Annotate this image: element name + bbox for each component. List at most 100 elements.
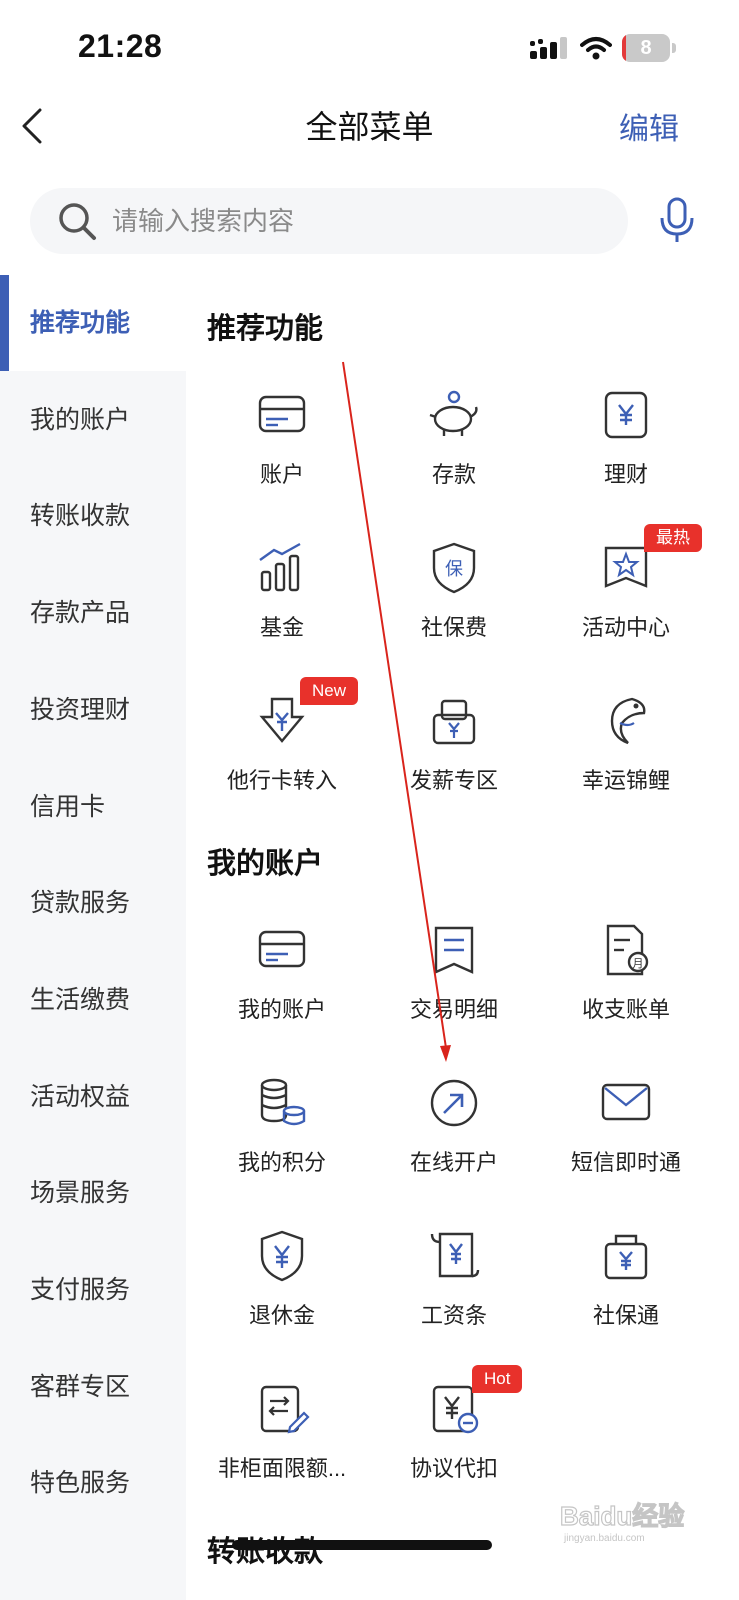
download-yuan-icon [259,697,305,743]
menu-item[interactable]: 活动中心 最热 [540,524,712,670]
nav-bar: 全部菜单 编辑 [0,96,739,156]
menu-item-label: 我的账户 [237,997,326,1022]
star-flag-icon [604,546,648,588]
sidebar-item-12[interactable]: 特色服务 [0,1435,186,1531]
sidebar-item-label: 活动权益 [30,1082,131,1111]
menu-item[interactable]: 短信即时通 [540,1075,712,1205]
sidebar-item-label: 我的账户 [30,405,131,434]
status-time: 21:28 [78,28,163,64]
menu-item-label: 发薪专区 [409,768,498,793]
menu-item-label: 幸运锦鲤 [581,768,670,793]
svg-text:月: 月 [633,957,644,970]
svg-text:保: 保 [445,559,463,580]
menu-item-label: 账户 [259,462,304,487]
category-sidebar: 推荐功能我的账户转账收款存款产品投资理财信用卡贷款服务生活缴费活动权益场景服务支… [0,275,186,1600]
home-indicator[interactable] [232,1540,492,1550]
menu-item[interactable]: 我的账户 [196,922,368,1052]
menu-item[interactable]: 存款 [368,387,540,517]
sidebar-item-label: 投资理财 [30,695,131,724]
receipt-icon [434,926,474,974]
search-input[interactable] [112,188,592,254]
sidebar-item-1[interactable]: 我的账户 [0,372,186,468]
monthly-bill-icon: 月 [606,924,649,976]
bag-yuan-icon [604,1234,648,1280]
menu-item[interactable]: 在线开户 [368,1075,540,1205]
cellular-signal-icon [530,37,567,59]
menu-item[interactable]: 基金 [196,540,368,670]
menu-item[interactable]: 非柜面限额... [196,1381,368,1511]
section-title: 推荐功能 [207,313,324,345]
menu-item[interactable]: 协议代扣 Hot [368,1365,540,1511]
menu-item-label: 活动中心 [581,615,670,640]
sidebar-item-0[interactable]: 推荐功能 [0,275,186,371]
menu-item[interactable]: 月收支账单 [540,922,712,1052]
menu-item-label: 社保费 [420,615,487,640]
sidebar-item-2[interactable]: 转账收款 [0,468,186,564]
battery-level: 8 [640,37,652,59]
sidebar-item-10[interactable]: 支付服务 [0,1242,186,1338]
menu-item-badge: Hot [472,1365,523,1393]
page-title: 全部菜单 [305,109,434,145]
menu-item-label: 存款 [431,462,476,487]
sidebar-item-7[interactable]: 生活缴费 [0,952,186,1048]
menu-item[interactable]: 交易明细 [368,922,540,1052]
menu-item-label: 他行卡转入 [226,768,337,793]
baidu-watermark-logo: Baidu经验 jingyan.baidu.com [560,1500,685,1544]
back-arrow-icon[interactable] [12,100,52,152]
menu-item-label: 我的积分 [237,1150,326,1175]
sidebar-item-label: 支付服务 [30,1276,131,1304]
sidebar-item-label: 信用卡 [30,792,106,821]
shield-yuan-icon [260,1230,304,1282]
menu-item-label: 退休金 [248,1303,315,1328]
menu-item[interactable]: 账户 [196,387,368,517]
menu-item-label: 协议代扣 [409,1456,498,1481]
wifi-icon [580,37,612,60]
sidebar-item-4[interactable]: 投资理财 [0,662,186,758]
sidebar-item-3[interactable]: 存款产品 [0,565,186,661]
koi-fish-icon [610,697,646,745]
sidebar-item-label: 特色服务 [30,1469,131,1498]
shield-bao-icon: 保 [432,542,476,594]
svg-text:jingyan.baidu.com: jingyan.baidu.com [563,1533,645,1544]
edit-limit-icon [260,1385,310,1434]
search-icon [59,203,96,240]
menu-item-label: 社保通 [592,1303,659,1328]
menu-item-badge: 最热 [644,524,702,552]
sidebar-item-6[interactable]: 贷款服务 [0,855,186,951]
sidebar-item-11[interactable]: 客群专区 [0,1339,186,1435]
yuan-minus-icon [432,1385,479,1434]
sidebar-item-5[interactable]: 信用卡 [0,759,186,855]
edit-button[interactable]: 编辑 [619,113,679,146]
menu-item[interactable]: 发薪专区 [368,693,540,823]
piggy-bank-icon [429,390,478,436]
search-bar[interactable] [30,188,628,254]
sidebar-item-9[interactable]: 场景服务 [0,1145,186,1241]
menu-item[interactable]: 工资条 [368,1228,540,1358]
sidebar-item-label: 推荐功能 [30,309,131,337]
scroll-yuan-icon [430,1232,480,1278]
menu-item[interactable]: 我的积分 [196,1075,368,1205]
active-indicator [0,275,9,371]
menu-item-label: 交易明细 [409,997,498,1022]
menu-item-label: 理财 [603,462,648,487]
menu-item[interactable]: 社保通 [540,1228,712,1358]
menu-item[interactable]: 理财 [540,387,712,517]
menu-item[interactable]: 退休金 [196,1228,368,1358]
bar-chart-icon [259,542,301,592]
section-title: 我的账户 [207,848,324,880]
menu-item-label: 基金 [259,615,304,640]
sidebar-item-label: 存款产品 [30,599,131,628]
open-account-icon [430,1079,478,1127]
yuan-box-icon [604,391,648,439]
sidebar-item-label: 贷款服务 [30,889,131,918]
menu-item-label: 在线开户 [409,1150,498,1175]
sidebar-item-8[interactable]: 活动权益 [0,1049,186,1145]
mail-icon [601,1083,651,1121]
status-bar: 21:28 8 [0,0,739,96]
menu-item[interactable]: 幸运锦鲤 [540,693,712,823]
salary-envelope-icon [432,699,476,745]
microphone-icon[interactable] [655,196,699,246]
menu-item-label: 短信即时通 [570,1150,681,1175]
menu-item[interactable]: 保社保费 [368,540,540,670]
